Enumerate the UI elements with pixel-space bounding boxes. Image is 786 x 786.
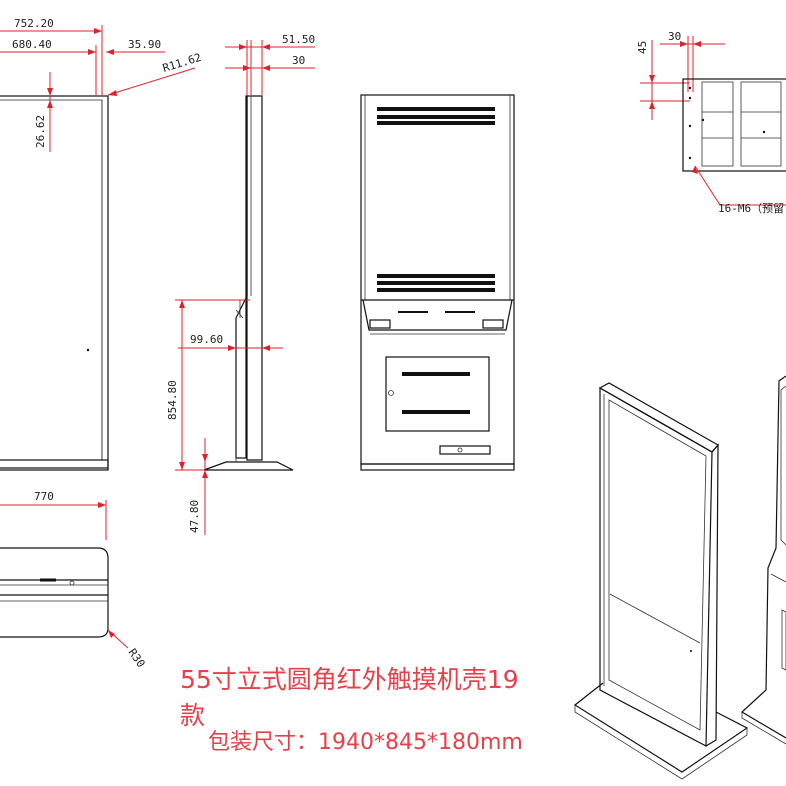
bottom-view: 770 R30	[0, 490, 148, 670]
dim-side-depth-screen: 30	[292, 54, 305, 67]
package-size-note: 包装尺寸：1940*845*180mm	[208, 730, 523, 755]
dim-base-width: 770	[34, 490, 54, 503]
dim-front-width-outer: 752.20	[14, 17, 54, 30]
front-view	[0, 95, 109, 471]
dim-side-depth-top: 51.50	[282, 33, 315, 46]
dim-front-margin: 35.90	[128, 38, 161, 51]
rear-view	[360, 94, 515, 471]
dim-corner-radius: R11.62	[161, 51, 203, 75]
dim-bezel-offset: 26.62	[34, 115, 47, 148]
dim-side-height-lower: 854.80	[166, 380, 179, 420]
bracket-detail: 30 45 16-M6（预留	[636, 30, 786, 215]
dim-base-radius: R30	[126, 646, 148, 670]
dim-base-height: 47.80	[188, 500, 201, 533]
side-view: 51.50 30 854.80 99.60 47.80	[166, 33, 315, 535]
dim-bracket-offset-y: 45	[636, 41, 649, 54]
dim-side-depth-base: 99.60	[190, 333, 223, 346]
isometric-front-view	[573, 382, 749, 780]
dim-front-width-inner: 680.40	[12, 38, 52, 51]
front-dimensions: 752.20 680.40 35.90 R11.62 26.62	[0, 17, 203, 152]
dim-bracket-offset-x: 30	[668, 30, 681, 43]
bracket-note: 16-M6（预留	[718, 202, 784, 215]
isometric-rear-view	[740, 375, 786, 745]
drawing-title: 55寸立式圆角红外触摸机壳19款	[180, 665, 519, 730]
